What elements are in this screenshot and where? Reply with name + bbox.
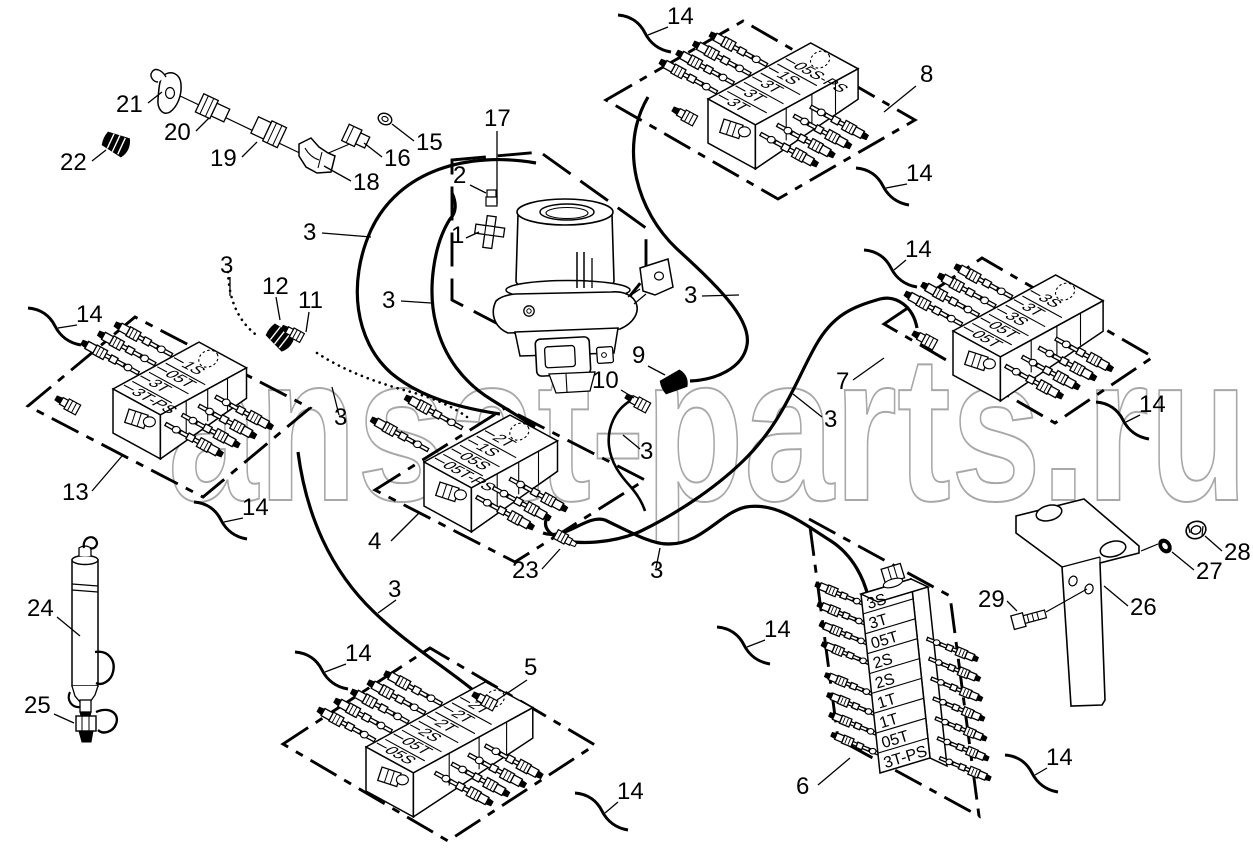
- svg-text:20: 20: [164, 119, 191, 146]
- svg-text:3: 3: [824, 406, 837, 433]
- svg-text:14: 14: [906, 160, 933, 187]
- svg-text:13: 13: [62, 479, 89, 506]
- svg-text:3: 3: [650, 557, 663, 584]
- svg-text:21: 21: [116, 91, 143, 118]
- svg-text:22: 22: [60, 149, 87, 176]
- svg-text:3: 3: [382, 287, 395, 314]
- svg-text:2S: 2S: [871, 651, 895, 673]
- svg-text:14: 14: [1139, 391, 1166, 418]
- svg-text:3S: 3S: [865, 591, 889, 613]
- svg-text:3: 3: [684, 282, 697, 309]
- svg-text:28: 28: [1224, 539, 1251, 566]
- svg-text:5: 5: [524, 654, 537, 681]
- svg-text:12: 12: [262, 273, 289, 300]
- svg-text:1T: 1T: [878, 711, 901, 733]
- svg-text:14: 14: [1046, 744, 1073, 771]
- svg-text:25: 25: [24, 692, 51, 719]
- svg-text:14: 14: [905, 236, 932, 263]
- svg-text:17: 17: [484, 105, 511, 132]
- svg-text:14: 14: [345, 640, 372, 667]
- svg-text:14: 14: [76, 301, 103, 328]
- svg-text:23: 23: [512, 557, 539, 584]
- svg-text:14: 14: [617, 778, 644, 805]
- svg-text:1T: 1T: [875, 691, 898, 713]
- svg-text:19: 19: [210, 145, 237, 172]
- svg-text:14: 14: [667, 3, 694, 30]
- svg-text:1: 1: [451, 222, 464, 249]
- svg-text:14: 14: [764, 616, 791, 643]
- svg-text:4: 4: [368, 528, 381, 555]
- svg-text:24: 24: [27, 595, 54, 622]
- svg-text:8: 8: [920, 61, 933, 88]
- svg-text:14: 14: [242, 494, 269, 521]
- svg-text:3T: 3T: [867, 611, 890, 633]
- svg-text:10: 10: [592, 367, 619, 394]
- svg-text:29: 29: [978, 586, 1005, 613]
- svg-text:11: 11: [298, 287, 323, 314]
- svg-text:3: 3: [220, 252, 233, 279]
- svg-text:3: 3: [388, 576, 401, 603]
- svg-text:6: 6: [796, 773, 809, 800]
- svg-text:26: 26: [1130, 594, 1157, 621]
- svg-text:3: 3: [303, 219, 316, 246]
- svg-text:16: 16: [384, 145, 411, 172]
- svg-text:3: 3: [334, 404, 347, 431]
- svg-text:2: 2: [453, 162, 466, 189]
- svg-text:15: 15: [416, 129, 443, 156]
- svg-text:7: 7: [836, 368, 849, 395]
- svg-text:18: 18: [353, 169, 380, 196]
- svg-text:3: 3: [640, 438, 653, 465]
- svg-text:27: 27: [1196, 558, 1223, 585]
- svg-text:9: 9: [632, 342, 645, 369]
